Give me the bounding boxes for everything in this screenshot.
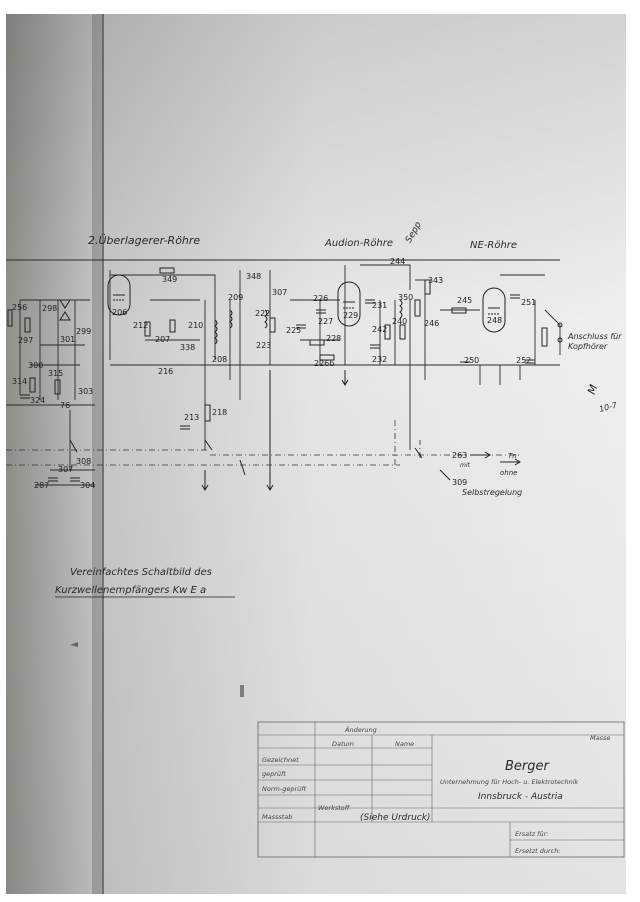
tube-3-symbol bbox=[482, 287, 506, 333]
num-256: 256 bbox=[12, 303, 27, 312]
num-246: 246 bbox=[424, 319, 439, 328]
tb-name: Name bbox=[395, 740, 414, 748]
num-300: 300 bbox=[28, 361, 43, 370]
tb-company: Berger bbox=[505, 759, 551, 774]
num-223: 223 bbox=[256, 341, 271, 350]
num-222: 222 bbox=[255, 309, 270, 318]
tb-geprueft: geprüft bbox=[262, 770, 286, 778]
num-210: 210 bbox=[188, 321, 203, 330]
smudge-mark bbox=[240, 685, 244, 697]
num-244: 244 bbox=[390, 257, 405, 266]
tb-norm: Norm-geprüft bbox=[262, 785, 307, 793]
num-240: 240 bbox=[392, 317, 407, 326]
num-226b: 226b bbox=[314, 359, 334, 368]
num-348: 348 bbox=[246, 272, 261, 281]
num-343: 343 bbox=[428, 276, 443, 285]
num-231: 231 bbox=[372, 301, 387, 310]
num-212: 212 bbox=[133, 321, 148, 330]
num-242: 242 bbox=[372, 325, 387, 334]
num-250: 250 bbox=[464, 356, 479, 365]
tb-masse: Masse bbox=[590, 734, 610, 742]
title-block: Änderung Datum Name Masse Gezeichnet gep… bbox=[257, 721, 625, 858]
num-307b: 307 bbox=[58, 465, 73, 474]
headphone-label-2: Kopfhörer bbox=[568, 342, 608, 351]
mit-label: mit bbox=[460, 462, 471, 469]
num-229: 229 bbox=[343, 311, 358, 320]
tube-1-symbol bbox=[107, 274, 131, 316]
ohne-label: ohne bbox=[500, 469, 517, 477]
num-209: 209 bbox=[228, 293, 243, 302]
num-301: 301 bbox=[60, 335, 75, 344]
selbstregelung-label: Selbstregelung bbox=[462, 488, 522, 497]
num-263: 263 bbox=[452, 451, 467, 460]
num-308: 308 bbox=[76, 457, 91, 466]
num-338: 338 bbox=[180, 343, 195, 352]
switches bbox=[59, 299, 563, 491]
num-227: 227 bbox=[318, 317, 333, 326]
tb-ersatz-fuer: Ersatz für: bbox=[515, 830, 548, 838]
num-207: 207 bbox=[155, 335, 170, 344]
num-304: 304 bbox=[80, 481, 95, 490]
num-303: 303 bbox=[78, 387, 93, 396]
coils bbox=[214, 299, 403, 345]
num-315: 315 bbox=[48, 369, 63, 378]
num-307: 307 bbox=[272, 288, 287, 297]
num-76: 76 bbox=[60, 401, 70, 410]
caption-line-2: Kurzwellenempfängers Kw E a bbox=[55, 585, 206, 596]
num-232: 232 bbox=[372, 355, 387, 364]
component-numbers: 256 298 299 297 301 300 314 315 303 324 … bbox=[12, 257, 536, 490]
num-298: 298 bbox=[42, 304, 57, 313]
num-226: 226 bbox=[313, 294, 328, 303]
num-208: 208 bbox=[212, 355, 227, 364]
num-251: 251 bbox=[521, 298, 536, 307]
num-225: 225 bbox=[286, 326, 301, 335]
paper-fold bbox=[92, 14, 104, 894]
num-248: 248 bbox=[487, 316, 502, 325]
smudge-mark-2 bbox=[70, 642, 78, 647]
num-245: 245 bbox=[457, 296, 472, 305]
tb-city: Innsbruck - Austria bbox=[478, 792, 563, 802]
tb-aenderung: Änderung bbox=[344, 725, 377, 734]
tb-gezeichnet: Gezeichnet bbox=[262, 756, 299, 764]
num-297: 297 bbox=[18, 336, 33, 345]
num-213: 213 bbox=[184, 413, 199, 422]
num-324: 324 bbox=[30, 396, 45, 405]
tb-company-sub: Unternehmung für Hoch- u. Elektrotechnik bbox=[440, 778, 579, 786]
num-350: 350 bbox=[398, 293, 413, 302]
num-287: 287 bbox=[34, 481, 49, 490]
tb-ersetzt-durch: Ersetzt durch: bbox=[515, 847, 561, 855]
tb-massstab: Massstab bbox=[262, 813, 292, 821]
tube3-label: NE-Röhre bbox=[470, 240, 517, 251]
num-309: 309 bbox=[452, 478, 467, 487]
num-299: 299 bbox=[76, 327, 91, 336]
num-216: 216 bbox=[158, 367, 173, 376]
tn-label: Tn bbox=[508, 452, 517, 460]
tb-werkstoff: Werkstoff bbox=[318, 804, 351, 812]
headphone-label-1: Anschluss für bbox=[567, 332, 622, 341]
caption-line-1: Vereinfachtes Schaltbild des bbox=[70, 567, 212, 578]
num-349: 349 bbox=[162, 275, 177, 284]
resistors bbox=[7, 267, 548, 422]
num-206: 206 bbox=[112, 308, 127, 317]
num-218: 218 bbox=[212, 408, 227, 417]
capacitors bbox=[20, 294, 535, 482]
num-314: 314 bbox=[12, 377, 27, 386]
tube-2-symbol bbox=[337, 281, 361, 327]
tb-datum: Datum bbox=[332, 740, 354, 748]
tube1-label: 2.Überlagerer-Röhre bbox=[88, 234, 200, 247]
tube2-label: Audion-Röhre bbox=[324, 238, 393, 249]
num-228: 228 bbox=[326, 334, 341, 343]
num-252: 252 bbox=[516, 356, 531, 365]
tb-werkstoff-value: (Siehe Urdruck) bbox=[360, 813, 430, 823]
